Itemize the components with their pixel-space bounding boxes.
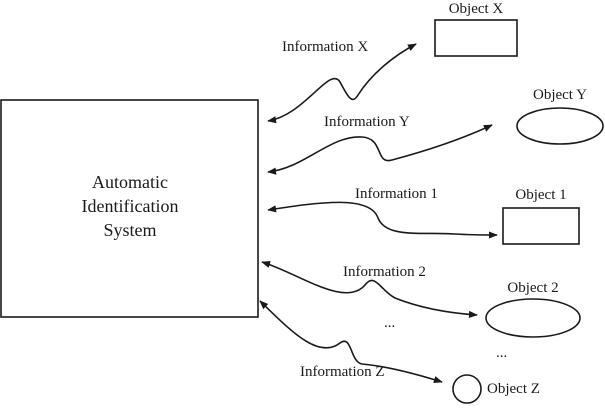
system-label-line-3: System	[103, 220, 156, 240]
information-x-label: Information X	[282, 39, 368, 55]
system-label-line-2: Identification	[82, 196, 179, 216]
ellipsis-middle: ...	[384, 315, 395, 331]
information-1-arrow	[267, 201, 498, 239]
object-y-label: Object Y	[533, 87, 587, 103]
object-1-label: Object 1	[515, 187, 566, 203]
object-x-label: Object X	[449, 1, 504, 17]
object-z-label: Object Z	[487, 381, 540, 397]
information-2-label: Information 2	[343, 264, 426, 280]
system-label-line-1: Automatic	[92, 172, 168, 192]
object-y-ellipse	[516, 107, 604, 145]
ellipsis-right: ...	[496, 345, 507, 361]
object-2-ellipse	[485, 298, 581, 338]
object-x-rectangle	[434, 19, 518, 57]
object-1-rectangle	[502, 207, 580, 245]
system-box	[0, 99, 259, 318]
information-y-label: Information Y	[324, 114, 410, 130]
information-y-arrow	[267, 124, 493, 175]
information-1-label: Information 1	[355, 186, 438, 202]
information-z-arrow	[259, 300, 443, 384]
object-z-circle	[452, 374, 482, 404]
object-2-label: Object 2	[507, 280, 558, 296]
information-z-label: Information Z	[300, 364, 385, 380]
information-x-arrow	[267, 43, 417, 124]
